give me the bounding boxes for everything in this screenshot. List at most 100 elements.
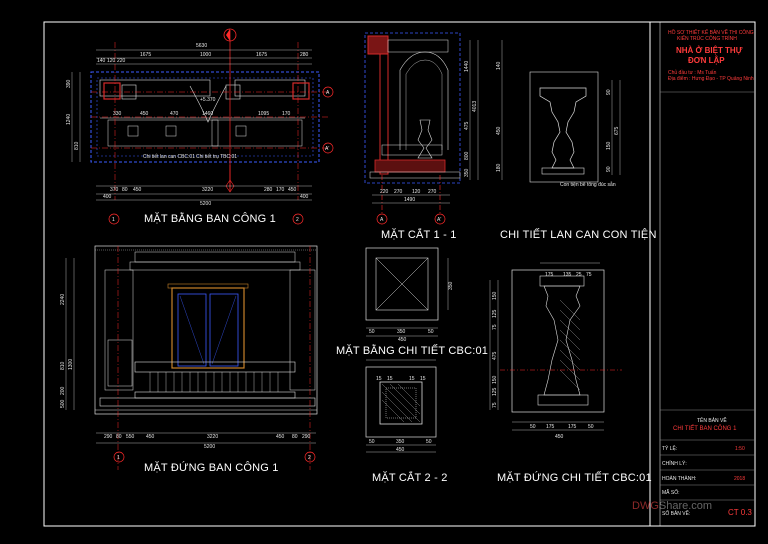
tb-scale-value: 1:50 bbox=[735, 446, 745, 452]
tb-drawing-no: CT 0.3 bbox=[728, 508, 752, 517]
grid-mark-1-plan: 1 bbox=[112, 217, 115, 223]
sec22-bottom-2: 350 bbox=[396, 439, 405, 445]
cbc-plan-bottom-2: 350 bbox=[397, 329, 406, 335]
sec22-top-3: 15 bbox=[409, 376, 415, 382]
section-1-1-view bbox=[364, 32, 479, 225]
plan-label-2: Chi tiết trụ TBC:01 bbox=[196, 154, 237, 160]
sec11-right-5: 350 bbox=[464, 168, 470, 177]
cbc-elevation-view bbox=[489, 262, 622, 431]
cbc-elev-left-3: 75 bbox=[492, 324, 498, 330]
title-elevation: MẶT ĐỨNG BAN CÔNG 1 bbox=[144, 462, 279, 474]
grid-mark-2-plan: 2 bbox=[296, 217, 299, 223]
title-baluster: CHI TIẾT LAN CAN CON TIỆN bbox=[500, 229, 657, 241]
plan-top-small-1: 140 bbox=[97, 58, 106, 64]
cbc-plan-view bbox=[365, 247, 449, 337]
sec11-right-1: 1440 bbox=[464, 61, 470, 72]
title-block-rows bbox=[660, 91, 755, 501]
tb-project-line2: ĐƠN LẬP bbox=[688, 56, 725, 65]
title-plan: MẶT BẰNG BAN CÔNG 1 bbox=[144, 213, 276, 225]
tb-owner: Chủ đầu tư : Ms Tuấn bbox=[668, 70, 717, 76]
cbc-elev-top-1: 175 bbox=[545, 272, 554, 278]
plan-left-3: 810 bbox=[74, 141, 80, 150]
grid-mark-a-sec: A bbox=[380, 217, 384, 223]
title-cbc-elevation: MẶT ĐỨNG CHI TIẾT CBC:01 bbox=[497, 472, 652, 484]
elev-left-2: 1300 bbox=[68, 359, 74, 370]
sec11-bottom-total: 1490 bbox=[404, 197, 415, 203]
cbc-elev-bottom-1: 50 bbox=[530, 424, 536, 430]
cbc-elev-top-3: 25 bbox=[576, 272, 582, 278]
tb-project-line1: NHÀ Ở BIỆT THỰ bbox=[676, 46, 743, 55]
plan-top-part-4: 280 bbox=[300, 52, 309, 58]
plan-bottom-1: 370 bbox=[110, 187, 119, 193]
elev-bottom-6: 450 bbox=[276, 434, 285, 440]
cbc-elev-left-7: 75 bbox=[492, 402, 498, 408]
sec22-bottom-3: 50 bbox=[426, 439, 432, 445]
baluster-left-3: 180 bbox=[496, 163, 502, 172]
sec11-bottom-3: 120 bbox=[412, 189, 421, 195]
plan-top-small-2: 120 bbox=[107, 58, 116, 64]
baluster-right-4: 90 bbox=[606, 166, 612, 172]
title-section-1-1: MẶT CẮT 1 - 1 bbox=[381, 229, 457, 241]
elev-bottom-3: 550 bbox=[126, 434, 135, 440]
cbc-plan-bottom-3: 50 bbox=[428, 329, 434, 335]
sec11-bottom-1: 220 bbox=[380, 189, 389, 195]
sec22-top-2: 15 bbox=[387, 376, 393, 382]
tb-complete-label: HOÀN THÀNH: bbox=[662, 476, 697, 482]
elev-bottom-7: 80 bbox=[292, 434, 298, 440]
elev-bottom-2: 80 bbox=[116, 434, 122, 440]
title-cbc-plan: MẶT BẰNG CHI TIẾT CBC:01 bbox=[336, 345, 489, 357]
plan-left-1: 390 bbox=[66, 79, 72, 88]
cbc-elev-left-1: 150 bbox=[492, 291, 498, 300]
cbc-elev-bottom-4: 50 bbox=[588, 424, 594, 430]
section-2-2-view bbox=[365, 359, 437, 453]
cbc-elev-total: 450 bbox=[555, 434, 564, 440]
tb-code-label: MÃ SỐ: bbox=[662, 490, 680, 496]
grid-mark-a-prime-sec: A' bbox=[437, 217, 441, 223]
elev-left-4: 200 bbox=[60, 386, 66, 395]
sec11-right-3: 475 bbox=[464, 121, 470, 130]
plan-bottom-edge-1: 400 bbox=[103, 194, 112, 200]
cbc-elev-left-4: 475 bbox=[492, 351, 498, 360]
plan-inner-6: 170 bbox=[282, 111, 291, 117]
sec11-right-4: 800 bbox=[464, 151, 470, 160]
grid-markers: 1 2 A A' A A' 1 2 bbox=[112, 90, 441, 461]
plan-inner-2: 450 bbox=[140, 111, 149, 117]
elev-left-5: 500 bbox=[60, 399, 66, 408]
elev-total: 5200 bbox=[204, 444, 215, 450]
plan-bottom-7: 450 bbox=[288, 187, 297, 193]
baluster-note: Con tiện bê tông đúc sẵn bbox=[560, 181, 616, 188]
cbc-plan-right-1: 350 bbox=[448, 281, 454, 290]
cbc-elev-left-6: 125 bbox=[492, 387, 498, 396]
plan-top-part-3: 1675 bbox=[256, 52, 267, 58]
sec22-bottom-1: 50 bbox=[369, 439, 375, 445]
plan-inner-3: 470 bbox=[170, 111, 179, 117]
plan-bottom-4: 3220 bbox=[202, 187, 213, 193]
sec22-top-1: 15 bbox=[376, 376, 382, 382]
elev-left-3: 810 bbox=[60, 361, 66, 370]
outer-frame bbox=[43, 21, 756, 527]
tb-org-line1: HỒ SƠ THIẾT KẾ BẢN VẼ THI CÔNG bbox=[668, 30, 754, 36]
sec11-right-2: 4013 bbox=[472, 101, 478, 112]
plan-top-small-3: 220 bbox=[117, 58, 126, 64]
watermark: DWGShare.com bbox=[632, 500, 712, 512]
sec11-bottom-2: 270 bbox=[394, 189, 403, 195]
watermark-brand: DWG bbox=[632, 500, 659, 512]
sec11-bottom-4: 270 bbox=[428, 189, 437, 195]
tb-location: Địa điểm : Hưng Đạo - TP Quảng Ninh bbox=[668, 76, 754, 82]
elev-bottom-5: 3220 bbox=[207, 434, 218, 440]
grid-mark-a-prime-plan: A' bbox=[325, 146, 329, 152]
plan-view bbox=[71, 28, 334, 225]
cbc-plan-bottom-1: 50 bbox=[369, 329, 375, 335]
cbc-plan-total: 450 bbox=[398, 337, 407, 343]
watermark-rest: Share.com bbox=[658, 500, 713, 512]
tb-sheet-label: TÊN BẢN VẼ bbox=[697, 418, 727, 424]
plan-inner-5: 1095 bbox=[258, 111, 269, 117]
cbc-elev-bottom-3: 175 bbox=[568, 424, 577, 430]
plan-inner-1: 330 bbox=[113, 111, 122, 117]
tb-drawing-no-label: SỐ BẢN VẼ: bbox=[662, 511, 691, 517]
title-section-2-2: MẶT CẮT 2 - 2 bbox=[372, 472, 448, 484]
dimension-labels: 5630 1675 1000 1675 280 140 120 220 330 … bbox=[60, 43, 620, 453]
plan-label-1: Chi tiết lan can CBC:01 bbox=[143, 154, 195, 160]
cbc-elev-top-4: 75 bbox=[586, 272, 592, 278]
baluster-left-2: 450 bbox=[496, 126, 502, 135]
